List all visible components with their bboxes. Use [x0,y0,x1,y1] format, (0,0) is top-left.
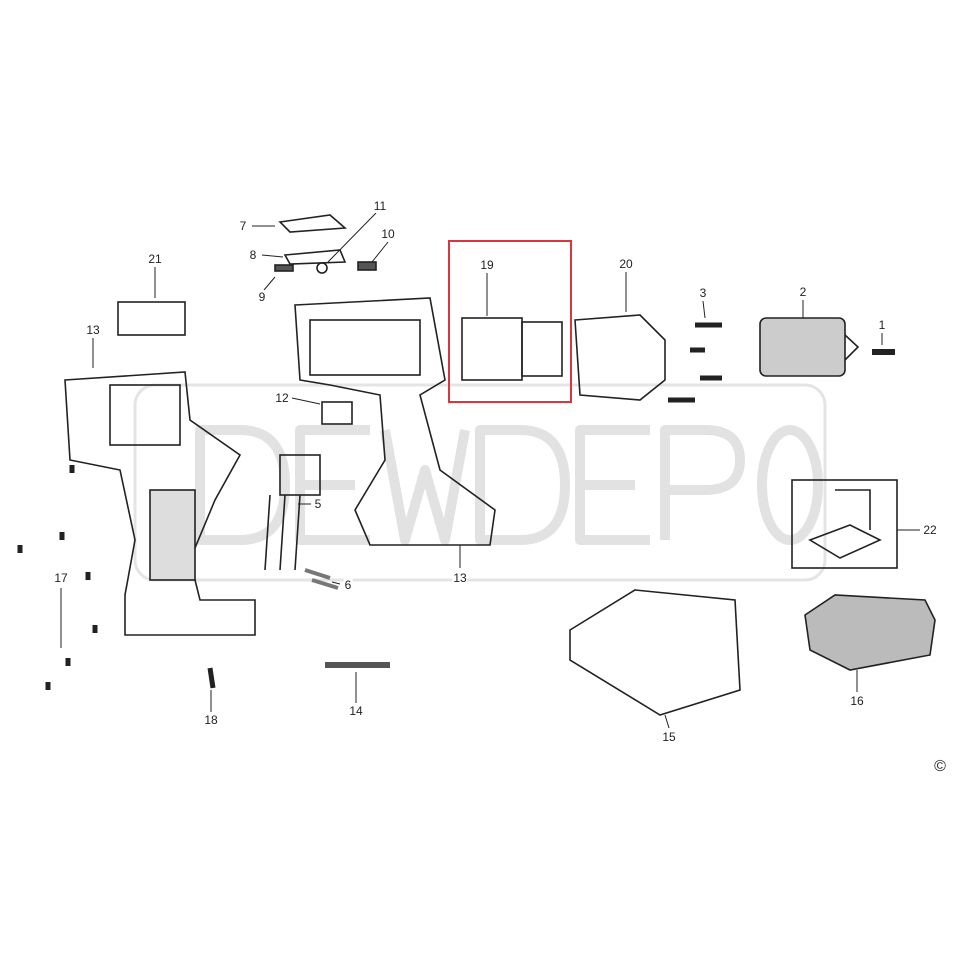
part-18-screw [207,667,216,689]
callout-11: 11 [372,199,388,213]
callout-13-left: 13 [85,323,101,337]
part-10 [357,261,377,271]
callout-5: 5 [313,497,323,511]
part-15-charger [569,589,741,716]
callout-20: 20 [618,257,634,271]
part-8 [283,249,347,265]
part-21-label [117,301,186,336]
callout-14: 14 [348,704,364,718]
part-12 [321,401,353,425]
leader-lines [60,212,920,729]
callout-8: 8 [248,248,258,262]
part-9 [274,264,294,272]
part-6 [304,568,339,590]
callout-9: 9 [257,290,267,304]
callout-19: 19 [479,258,495,272]
part-19-motor-end [521,321,563,377]
part-13-panel [109,384,181,446]
callout-10: 10 [380,227,396,241]
callout-22: 22 [922,523,938,537]
copyright-symbol: © [933,758,947,776]
callout-16: 16 [849,694,865,708]
callout-6: 6 [343,578,353,592]
part-13-left-housing [64,371,256,636]
part-22-lid [808,489,882,559]
part-3-screws [668,322,722,403]
callout-2: 2 [798,285,808,299]
callout-21: 21 [147,252,163,266]
callout-15: 15 [661,730,677,744]
watermark-frame [133,383,827,582]
callout-12: 12 [274,391,290,405]
part-16-battery [804,594,936,671]
part-7 [278,214,347,233]
part-13-grip [149,489,196,581]
callout-18: 18 [203,713,219,727]
part-2-tip [844,334,860,361]
part-13-right-housing [294,297,496,546]
part-20-gearbox [574,314,666,401]
part-11 [316,262,328,274]
part-2-chuck [759,317,846,377]
part-5-wires [264,494,301,571]
highlight-box-part-19 [448,240,572,403]
watermark-logo [195,425,823,545]
part-17-screws [17,465,98,690]
callout-13-right: 13 [452,571,468,585]
callout-17: 17 [53,571,69,585]
part-13-motor-bay [309,319,421,376]
callout-7: 7 [238,219,248,233]
part-19-motor [461,317,523,381]
part-22-frame [791,479,898,569]
callout-3: 3 [698,286,708,300]
callout-1: 1 [877,318,887,332]
